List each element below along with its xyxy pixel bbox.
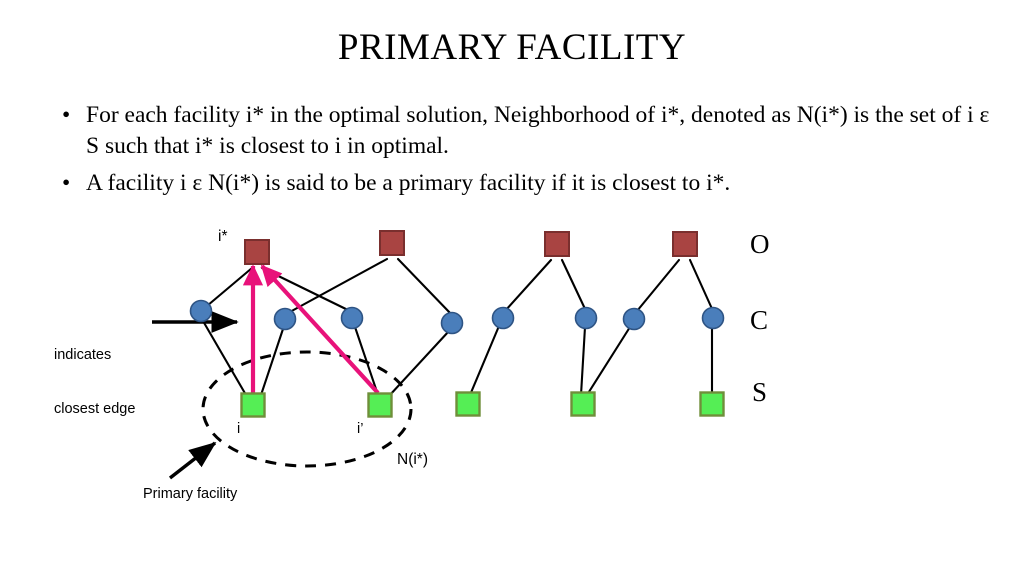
facility-2[interactable] xyxy=(379,230,405,256)
i-star-label: i* xyxy=(218,228,228,245)
site-5[interactable] xyxy=(699,391,725,417)
closest-edges-layer xyxy=(242,264,380,413)
client-3[interactable] xyxy=(340,306,364,330)
client-6[interactable] xyxy=(574,306,598,330)
client-2[interactable] xyxy=(273,307,297,331)
closest-edge-iprime-to-istar xyxy=(260,264,380,395)
edge-facility2-client4 xyxy=(396,257,454,317)
edge-facility3-client6 xyxy=(560,258,588,313)
bullet-text: A facility i ε N(i*) is said to be a pri… xyxy=(86,170,731,196)
bullet-marker: • xyxy=(62,170,71,196)
edge-facility4-client8 xyxy=(688,258,715,313)
closest-edge-note: indicates closest edge xyxy=(54,310,135,454)
client-5[interactable] xyxy=(491,306,515,330)
client-7[interactable] xyxy=(622,307,646,331)
facility-3[interactable] xyxy=(544,231,570,257)
pointer-arrows-layer xyxy=(152,311,239,480)
edge-facility3-client5 xyxy=(503,258,553,313)
edge-client1-site-i xyxy=(201,319,248,397)
primary-facility-note: Primary facility xyxy=(143,486,238,502)
edge-client7-site4 xyxy=(585,325,632,397)
row-label-O: O xyxy=(750,229,770,259)
site-i[interactable] xyxy=(240,392,266,418)
neighborhood-label: N(i*) xyxy=(397,451,428,468)
ellipse-layer xyxy=(201,350,413,468)
row-label-S: S xyxy=(752,377,768,407)
i-prime-label: i’ xyxy=(357,421,364,437)
row-label-C: C xyxy=(750,305,769,335)
edge-facility1-client3 xyxy=(260,266,354,314)
page-title: PRIMARY FACILITY xyxy=(337,27,687,68)
site-3[interactable] xyxy=(455,391,481,417)
edge-client6-site4 xyxy=(579,325,587,397)
bullet-item-2: • A facility i ε N(i*) is said to be a p… xyxy=(52,168,1002,199)
client-8[interactable] xyxy=(701,306,725,330)
client-1[interactable] xyxy=(189,299,213,323)
i-label: i xyxy=(237,421,241,437)
primary-facility-pointer xyxy=(168,441,217,480)
bullet-list: • For each facility i* in the optimal so… xyxy=(52,100,1002,199)
facility-4[interactable] xyxy=(672,231,698,257)
bullet-marker: • xyxy=(62,102,71,128)
edge-facility4-client7 xyxy=(635,258,681,313)
bullet-text: For each facility i* in the optimal solu… xyxy=(86,102,990,159)
site-4[interactable] xyxy=(570,391,596,417)
neighborhood-ellipse xyxy=(201,350,413,468)
nodes-layer xyxy=(189,230,725,418)
facility-i-star[interactable] xyxy=(244,239,270,265)
client-4[interactable] xyxy=(440,311,464,335)
edge-client2-site-i xyxy=(259,327,285,397)
site-i-prime[interactable] xyxy=(367,392,393,418)
closest-edge-note-line1: indicates xyxy=(54,347,112,363)
closest-edge-note-line2: closest edge xyxy=(54,401,136,417)
bullet-item-1: • For each facility i* in the optimal so… xyxy=(52,100,1002,162)
edge-client5-site3 xyxy=(468,324,501,397)
edge-facility2-client2 xyxy=(286,257,389,315)
edge-client4-site-iprime xyxy=(387,329,451,398)
